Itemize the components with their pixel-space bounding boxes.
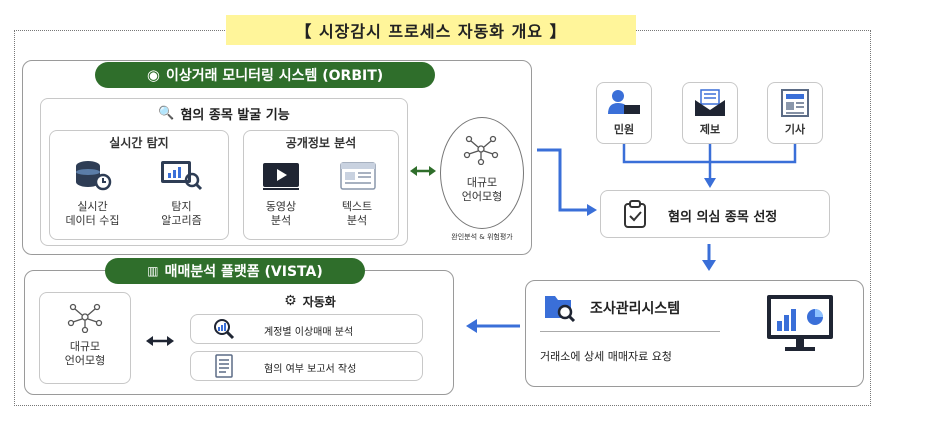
orbit-llm-caption: 완인분석 & 위험평가 <box>451 233 513 241</box>
mail-icon <box>687 86 733 120</box>
magnifier-chart-icon <box>210 316 238 342</box>
selection-to-investigation-arrow <box>702 244 716 271</box>
folder-search-icon <box>540 290 580 324</box>
realtime-item-algorithm: 탐지 알고리즘 <box>161 200 202 227</box>
clipboard-check-icon <box>618 196 652 232</box>
source-report-label: 제보 <box>699 123 721 136</box>
diagram-title: 【 시장감시 프로세스 자동화 개요 】 <box>226 15 636 45</box>
vista-row1-label: 계정별 이상매매 분석 <box>264 327 354 338</box>
orbit-subtitle: 🔍 혐의 종목 발굴 기능 <box>40 103 408 123</box>
selection-label: 혐의 의심 종목 선정 <box>668 210 778 225</box>
orbit-llm-circle <box>440 117 524 229</box>
public-info-title: 공개정보 분석 <box>285 136 357 150</box>
public-item-text: 텍스트 분석 <box>341 200 373 227</box>
vista-pill: ▥ 매매분석 플랫폼 (VISTA) <box>105 258 365 284</box>
orbit-pill-label: 이상거래 모니터링 시스템 (ORBIT) <box>165 68 384 84</box>
sources-merge-arrow <box>622 144 797 188</box>
vista-llm-label: 대규모 언어모형 <box>64 340 106 367</box>
investigation-title: 조사관리시스템 <box>590 301 681 317</box>
investigation-divider <box>540 331 720 332</box>
vista-llm-panel <box>39 292 131 384</box>
vista-automation-title: ⚙ 자동화 <box>190 292 430 310</box>
report-doc-icon <box>210 353 238 379</box>
vista-network-icon <box>62 300 108 334</box>
vista-pill-label: 매매분석 플랫폼 (VISTA) <box>164 264 323 280</box>
network-icon <box>458 132 504 166</box>
vista-automation-label: 자동화 <box>302 294 336 309</box>
vista-double-arrow <box>146 333 174 349</box>
vista-row2-label: 혐의 여부 보고서 작성 <box>264 364 357 375</box>
video-icon <box>258 160 304 192</box>
public-item-video: 동영상 분석 <box>265 200 297 227</box>
gear-icon: ⚙ <box>284 293 297 309</box>
orbit-double-arrow <box>410 163 436 179</box>
orbit-to-selection-arrow <box>537 148 597 216</box>
monitor-chart-icon <box>760 292 840 356</box>
person-laptop-icon <box>601 86 647 120</box>
search-icon: 🔍 <box>158 105 175 121</box>
newspaper-icon <box>772 86 818 120</box>
orbit-llm-label: 대규모 언어모형 <box>461 176 503 203</box>
source-article-label: 기사 <box>784 123 806 136</box>
database-icon <box>70 158 116 192</box>
chart-screen-icon: ▥ <box>147 264 159 278</box>
text-document-icon <box>335 160 381 192</box>
detection-algorithm-icon <box>158 158 204 192</box>
realtime-title: 실시간 탐지 <box>109 136 169 150</box>
orbit-subtitle-label: 혐의 종목 발굴 기능 <box>180 107 290 123</box>
realtime-item-data-collection: 실시간 데이터 수집 <box>65 200 120 227</box>
investigation-desc: 거래소에 상세 매매자료 요청 <box>540 350 672 363</box>
source-complaint-label: 민원 <box>613 123 635 136</box>
investigation-to-vista-arrow <box>466 319 520 333</box>
radar-icon: ◉ <box>146 66 160 84</box>
orbit-pill: ◉ 이상거래 모니터링 시스템 (ORBIT) <box>95 62 435 88</box>
